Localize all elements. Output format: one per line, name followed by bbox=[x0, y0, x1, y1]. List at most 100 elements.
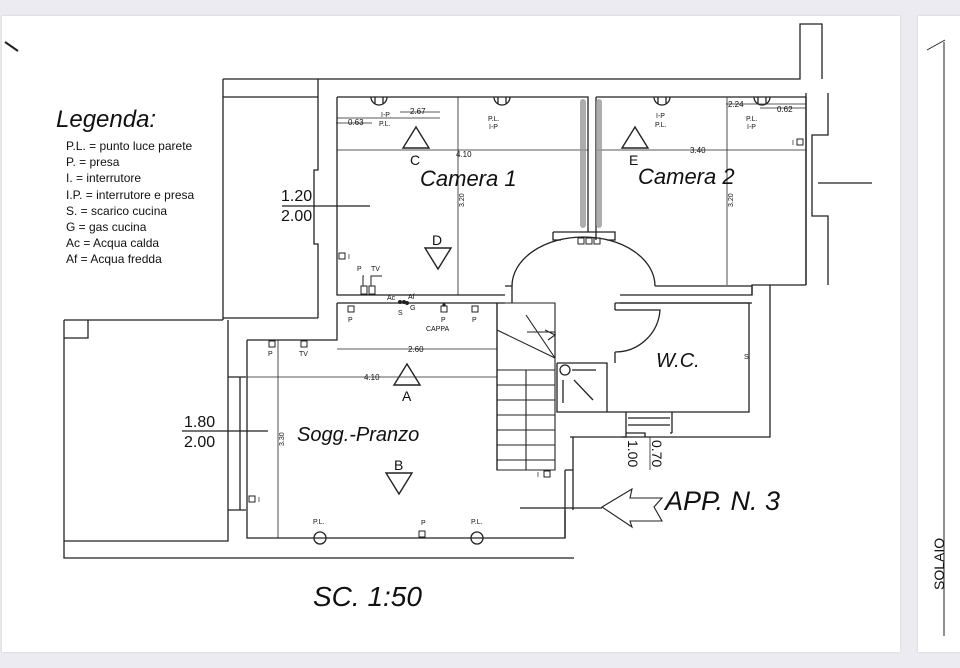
dim-label: 2.24 bbox=[728, 100, 744, 109]
point-label-c: C bbox=[410, 152, 420, 168]
door-height: 1.00 bbox=[625, 440, 641, 467]
terrace-outline bbox=[63, 319, 574, 559]
dim-label: 0.62 bbox=[777, 105, 793, 114]
symbol-label: G bbox=[410, 305, 415, 312]
dim-label: 4.10 bbox=[364, 373, 380, 382]
window1-height: 2.00 bbox=[281, 208, 312, 225]
symbol-label: I-P bbox=[656, 113, 665, 120]
dim-label: 3.30 bbox=[279, 432, 286, 446]
symbol-label: I bbox=[258, 497, 260, 504]
triangle-c bbox=[401, 125, 431, 149]
dim-cam1-top bbox=[336, 111, 440, 124]
dim-label: 2.60 bbox=[408, 345, 424, 354]
symbol-label: P.L. bbox=[488, 116, 500, 123]
symbol-label: Af bbox=[408, 294, 415, 301]
dim-label: 3.20 bbox=[728, 193, 735, 207]
dim-label: 4.10 bbox=[456, 150, 472, 159]
window2-width: 1.80 bbox=[184, 414, 215, 431]
triangle-e bbox=[620, 125, 650, 149]
triangle-d bbox=[423, 247, 453, 271]
shower-drain bbox=[559, 364, 571, 376]
kitchen-utilities bbox=[398, 300, 446, 307]
symbol-label: S bbox=[398, 310, 403, 317]
dim-label: 2.67 bbox=[410, 107, 426, 116]
triangle-b bbox=[384, 472, 414, 496]
wall-right bbox=[805, 93, 829, 285]
soggiorno-walls bbox=[246, 302, 566, 539]
symbol-label: P bbox=[472, 317, 477, 324]
point-label-a: A bbox=[402, 388, 412, 404]
corner-mark bbox=[4, 41, 19, 52]
sockets bbox=[248, 138, 804, 538]
legend-item: Ac = Acqua calda bbox=[66, 236, 160, 251]
symbol-label: Ac bbox=[387, 295, 396, 302]
legend: Legenda: P.L. = punto luce parete P. = p… bbox=[56, 106, 194, 268]
room-label-camera1: Camera 1 bbox=[420, 166, 517, 191]
symbol-label: P bbox=[421, 520, 426, 527]
symbol-label: P.L. bbox=[379, 121, 391, 128]
entrance-wall bbox=[564, 469, 573, 538]
symbol-label: TV bbox=[299, 351, 308, 358]
entrance-label: APP. N. 3 bbox=[663, 486, 780, 516]
drawing-sheet bbox=[2, 16, 900, 652]
wc-walls bbox=[556, 302, 750, 413]
symbol-label: TV bbox=[371, 266, 380, 273]
legend-title: Legenda: bbox=[56, 106, 157, 133]
symbol-label: S bbox=[744, 354, 749, 361]
symbol-label: I bbox=[348, 254, 350, 261]
legend-item: I.P. = interrutore e presa bbox=[66, 187, 195, 202]
wall-top bbox=[318, 23, 823, 80]
room-label-camera2: Camera 2 bbox=[638, 164, 735, 189]
wc-window-frame bbox=[622, 412, 673, 438]
dim-label: 0.63 bbox=[348, 118, 364, 127]
legend-item: I. = interrutore bbox=[66, 171, 142, 186]
window1-width: 1.20 bbox=[281, 188, 312, 205]
legend-item: S. = scarico cucina bbox=[66, 203, 168, 218]
legend-item: Af = Acqua fredda bbox=[66, 252, 162, 267]
scale-label: SC. 1:50 bbox=[313, 581, 422, 612]
symbol-label: P bbox=[268, 351, 273, 358]
triangles bbox=[384, 125, 650, 496]
legend-item: P. = presa bbox=[66, 155, 120, 170]
symbol-label: P.L. bbox=[746, 116, 758, 123]
legend-item: G = gas cucina bbox=[66, 220, 147, 235]
stairs bbox=[496, 302, 557, 471]
light-points bbox=[313, 96, 771, 545]
window2-height: 2.00 bbox=[184, 434, 215, 451]
point-label-e: E bbox=[629, 152, 638, 168]
wall-lower-right bbox=[570, 285, 771, 510]
symbol-label: P bbox=[357, 266, 362, 273]
symbol-label: P.L. bbox=[471, 519, 483, 526]
triangle-a bbox=[392, 362, 422, 386]
dim-label: 3.20 bbox=[459, 193, 466, 207]
symbol-label: P.L. bbox=[655, 122, 667, 129]
symbol-label: I-P bbox=[747, 124, 756, 131]
entrance-arrow-icon bbox=[600, 487, 664, 529]
symbol-label: I bbox=[537, 472, 539, 479]
wall-window2 bbox=[228, 376, 246, 511]
sheet2-line bbox=[926, 39, 946, 636]
hall-arc bbox=[511, 236, 656, 287]
shower-lines bbox=[562, 369, 596, 403]
point-label-b: B bbox=[394, 457, 403, 473]
symbol-label: I-P bbox=[489, 124, 498, 131]
legend-item: P.L. = punto luce parete bbox=[66, 139, 193, 153]
adjacent-sheet bbox=[918, 16, 960, 652]
door-width: 0.70 bbox=[649, 440, 665, 467]
symbol-label: P bbox=[441, 317, 446, 324]
dim-label: 3.40 bbox=[690, 146, 706, 155]
symbol-label: CAPPA bbox=[426, 326, 450, 333]
room-label-soggiorno: Sogg.-Pranzo bbox=[297, 424, 419, 446]
symbol-label: I-P bbox=[381, 112, 390, 119]
room-label-wc: W.C. bbox=[656, 350, 700, 372]
camera2-walls bbox=[595, 96, 807, 296]
camera1-walls bbox=[336, 96, 589, 296]
point-label-d: D bbox=[432, 232, 442, 248]
symbol-label: I bbox=[792, 140, 794, 147]
symbol-label: P bbox=[348, 317, 353, 324]
symbol-label: P.L. bbox=[313, 519, 325, 526]
wc-door-arc bbox=[614, 309, 661, 353]
wall-left-block bbox=[223, 97, 319, 319]
side-sheet-label: SOLAIO bbox=[931, 538, 947, 590]
